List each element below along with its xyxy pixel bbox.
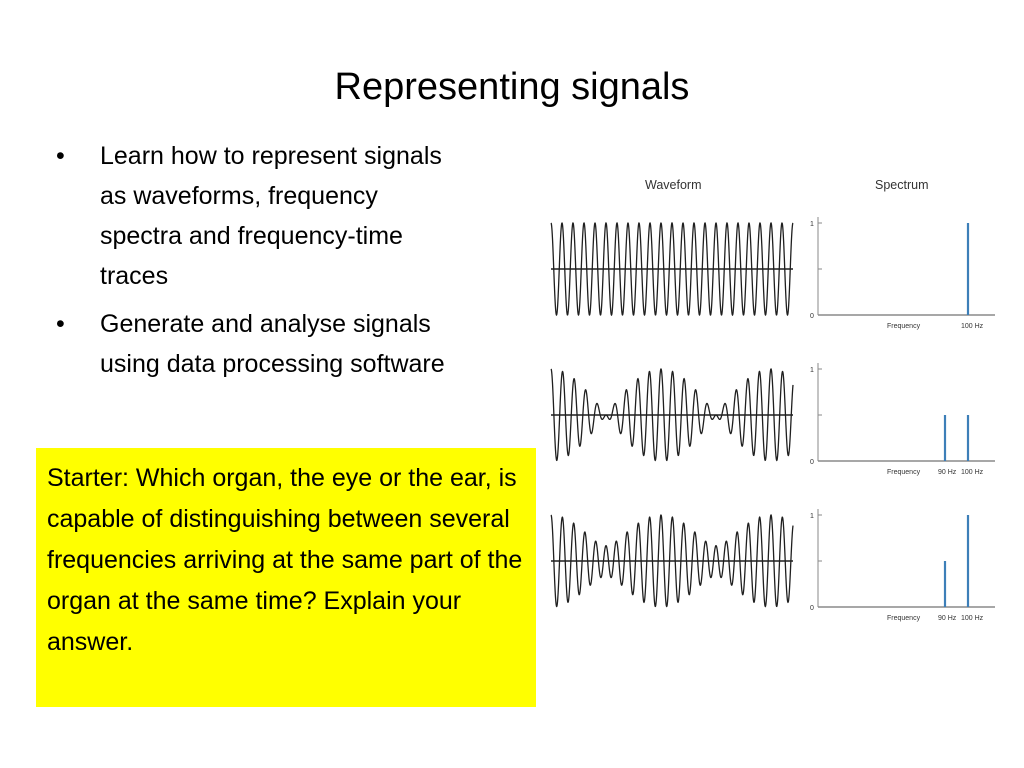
spectrum-category-label: 100 Hz	[961, 615, 984, 622]
bullet-mark: •	[56, 310, 65, 338]
spectrum-category-label: 100 Hz	[961, 469, 984, 476]
waveform-trace	[550, 514, 794, 608]
spectrum-category-label: 90 Hz	[938, 469, 957, 476]
spectrum-frequency-label: Frequency	[887, 323, 921, 330]
spectrum-tick-label: 0	[810, 459, 814, 466]
spectrum-tick-label: 1	[810, 367, 814, 374]
spectrum-tick-label: 1	[810, 513, 814, 520]
spectrum-tick-label: 0	[810, 313, 814, 320]
spectrum-frequency-label: Frequency	[887, 469, 921, 476]
waveform-label: Waveform	[645, 178, 702, 192]
spectrum-frequency-label: Frequency	[887, 615, 921, 622]
spectrum-tick-label: 1	[810, 221, 814, 228]
waveform-trace	[550, 221, 794, 317]
waveform-trace	[550, 368, 794, 462]
bullet-item: • Generate and analyse signals using dat…	[56, 304, 446, 384]
spectrum-label: Spectrum	[875, 178, 929, 192]
bullet-text: Learn how to represent signals as wavefo…	[100, 142, 442, 290]
starter-question-box: Starter: Which organ, the eye or the ear…	[36, 448, 536, 707]
starter-question-text: Starter: Which organ, the eye or the ear…	[47, 464, 523, 656]
spectrum-category-label: 90 Hz	[938, 615, 957, 622]
spectrum-tick-label: 0	[810, 605, 814, 612]
bullet-text: Generate and analyse signals using data …	[100, 310, 445, 378]
spectrum-category-label: 100 Hz	[961, 323, 984, 330]
bullet-list: • Learn how to represent signals as wave…	[56, 136, 446, 392]
bullet-mark: •	[56, 142, 65, 170]
slide-title: Representing signals	[334, 66, 690, 108]
bullet-item: • Learn how to represent signals as wave…	[56, 136, 446, 296]
